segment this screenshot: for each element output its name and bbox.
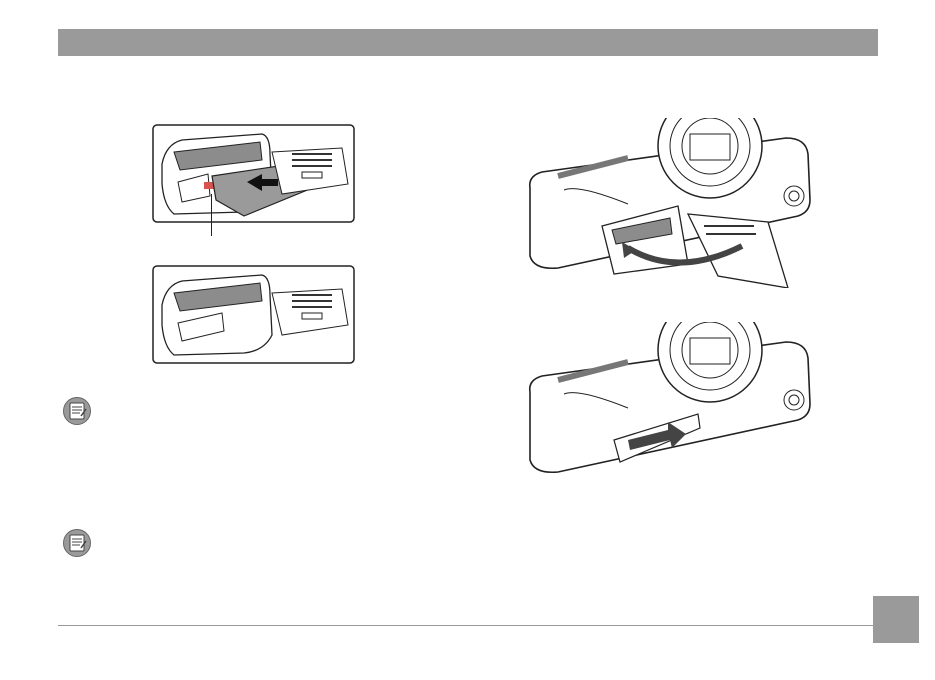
figure-card-slot-closed [152,265,356,365]
note-icon [62,396,92,426]
figure-insert-sd-card [152,124,356,224]
callout-line [211,194,212,236]
figure-open-battery-door [518,118,818,288]
page-number-tab [873,596,919,643]
footer-rule [58,625,873,626]
note-icon [62,528,92,558]
figure-slide-battery-door-closed [518,322,818,482]
header-bar [58,29,878,56]
